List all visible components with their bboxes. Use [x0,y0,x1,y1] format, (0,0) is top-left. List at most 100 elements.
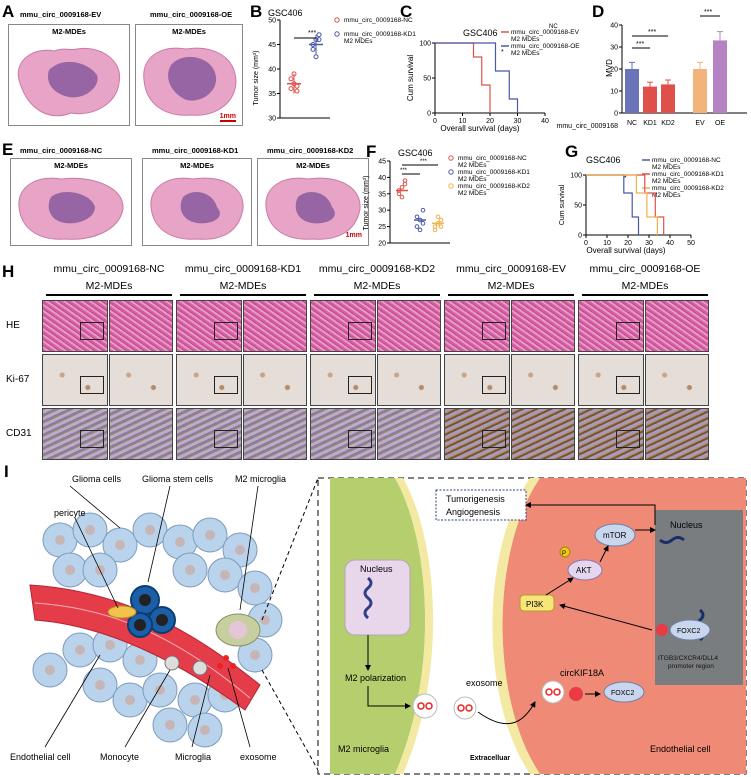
label-nucleus-left: Nucleus [360,564,393,574]
histology-zoom [243,300,307,352]
nucleus [115,540,125,550]
x-tick-label: 30 [514,118,522,125]
bar [625,69,639,113]
panel-h-row-0: HE [6,320,20,331]
group-label: M2-MDEs [180,161,214,170]
x-axis-label: Overall survival (days) [440,124,519,133]
panel-label-d: D [592,2,605,21]
data-point [316,37,322,43]
panel-h-row-2: CD31 [6,428,32,439]
panel-h-col-1: mmu_circ_0009168-KD1 [184,263,302,275]
label-pi3k: PI3K [526,600,544,609]
brain-section-ev: M2-MDEs [8,24,130,126]
schematic-i: Glioma cells Glioma stem cells M2 microg… [10,474,747,775]
data-point [313,54,319,60]
panel-label-b: B [250,2,263,21]
y-tick-label: 50 [574,203,582,210]
legend-label: mmu_circ_0009168-EV [511,29,580,36]
y-tick-label: 45 [268,42,276,49]
label-promoter-region: promoter region [668,663,714,670]
y-tick-label: 35 [268,91,276,98]
nucleus [125,695,135,705]
x-group-label: mmu_circ_0009168 [557,123,619,130]
y-axis-label: Tumor size (mm³) [253,51,260,106]
data-point [438,217,444,223]
legend-label: M2 MDEs [511,36,540,43]
x-tick-label: 30 [645,240,653,247]
y-axis-label: Tumor size (mm³) [363,176,370,231]
significance-marker-1: *** [400,168,408,174]
histology-zoom [645,354,709,406]
significance-marker: *** [704,9,712,16]
histology-overview [578,354,644,406]
zoom-region [80,430,104,448]
legend-label: mmu_circ_0009168-NC [458,155,527,162]
y-tick-label: 25 [378,224,386,231]
y-tick-label: 20 [610,67,618,74]
legend-label: M2 MDEs [652,164,681,171]
y-tick-label: 100 [419,41,431,48]
legend-label: M2 MDEs [344,38,373,45]
label-endothelial-right: Endothelial cell [650,744,711,754]
panel-e-label-0: mmu_circ_0009168-NC [20,146,103,155]
label-glioma-stem-cells: Glioma stem cells [142,474,214,484]
brain-section-0: M2-MDEs [10,158,132,246]
survival-curve [435,42,519,113]
legend-swatch [448,183,454,189]
x-tick-label: 0 [584,240,588,247]
nucleus [145,525,155,535]
zoom-region [214,322,238,340]
histology-overview [578,300,644,352]
data-point [288,86,294,92]
bar [661,84,675,113]
group-label: M2-MDEs [296,161,330,170]
data-point [414,224,420,229]
nucleus [155,685,165,695]
label-exosome: exosome [240,752,277,762]
significance-marker: *** [636,41,644,48]
panel-h-group-4: M2-MDEs [621,280,669,292]
panel-h-group-3: M2-MDEs [487,280,535,292]
panel-h-group-2: M2-MDEs [353,280,401,292]
data-point [414,214,420,220]
y-tick-label: 50 [268,18,276,25]
legend-label: mmu_circ_0009168-KD2 [458,183,530,190]
histology-zoom [511,300,575,352]
legend-swatch [448,169,454,175]
legend-label: mmu_circ_0009168-KD1 [652,171,724,178]
scale-bar [220,120,236,122]
panel-a-oe-label: mmu_circ_0009168-OE [150,10,233,19]
significance-marker: *** [308,30,316,37]
nucleus [260,615,270,625]
zoom-region [482,376,506,394]
nucleus [65,565,75,575]
nucleus [45,665,55,675]
data-point [417,227,423,233]
chart-b: GSC406 Tumor size (mm³) *** mmu_circ_000… [253,8,416,123]
label-foxc2-nuclear: FOXC2 [677,628,700,635]
category-label: KD1 [643,120,657,127]
legend-label: M2 MDEs [511,50,540,57]
label-foxc2: FOXC2 [611,690,634,697]
zoom-region [80,322,104,340]
x-axis-label: Overall survival (days) [586,246,665,255]
nucleus [205,530,215,540]
glioma-cluster [29,512,283,748]
label-m2-microglia: M2 microglia [235,474,286,484]
bar [693,69,707,113]
category-label: OE [715,120,725,127]
nucleus [165,720,175,730]
nucleus [175,537,185,547]
zoom-region [348,376,372,394]
y-tick-label: 20 [378,241,386,248]
panel-h-group-1: M2-MDEs [219,280,267,292]
chart-c: GSC406 Cum survival Overall survival (da… [406,24,580,133]
legend-label: mmu_circ_0009168-KD2 [652,185,724,192]
histology-zoom [109,408,173,460]
panel-h-col-2: mmu_circ_0009168-KD2 [318,263,436,275]
panel-label-h: H [2,262,15,281]
y-tick-label: 40 [610,23,618,30]
y-tick-label: 50 [423,76,431,83]
data-point [288,76,294,82]
histology-overview [176,408,242,460]
